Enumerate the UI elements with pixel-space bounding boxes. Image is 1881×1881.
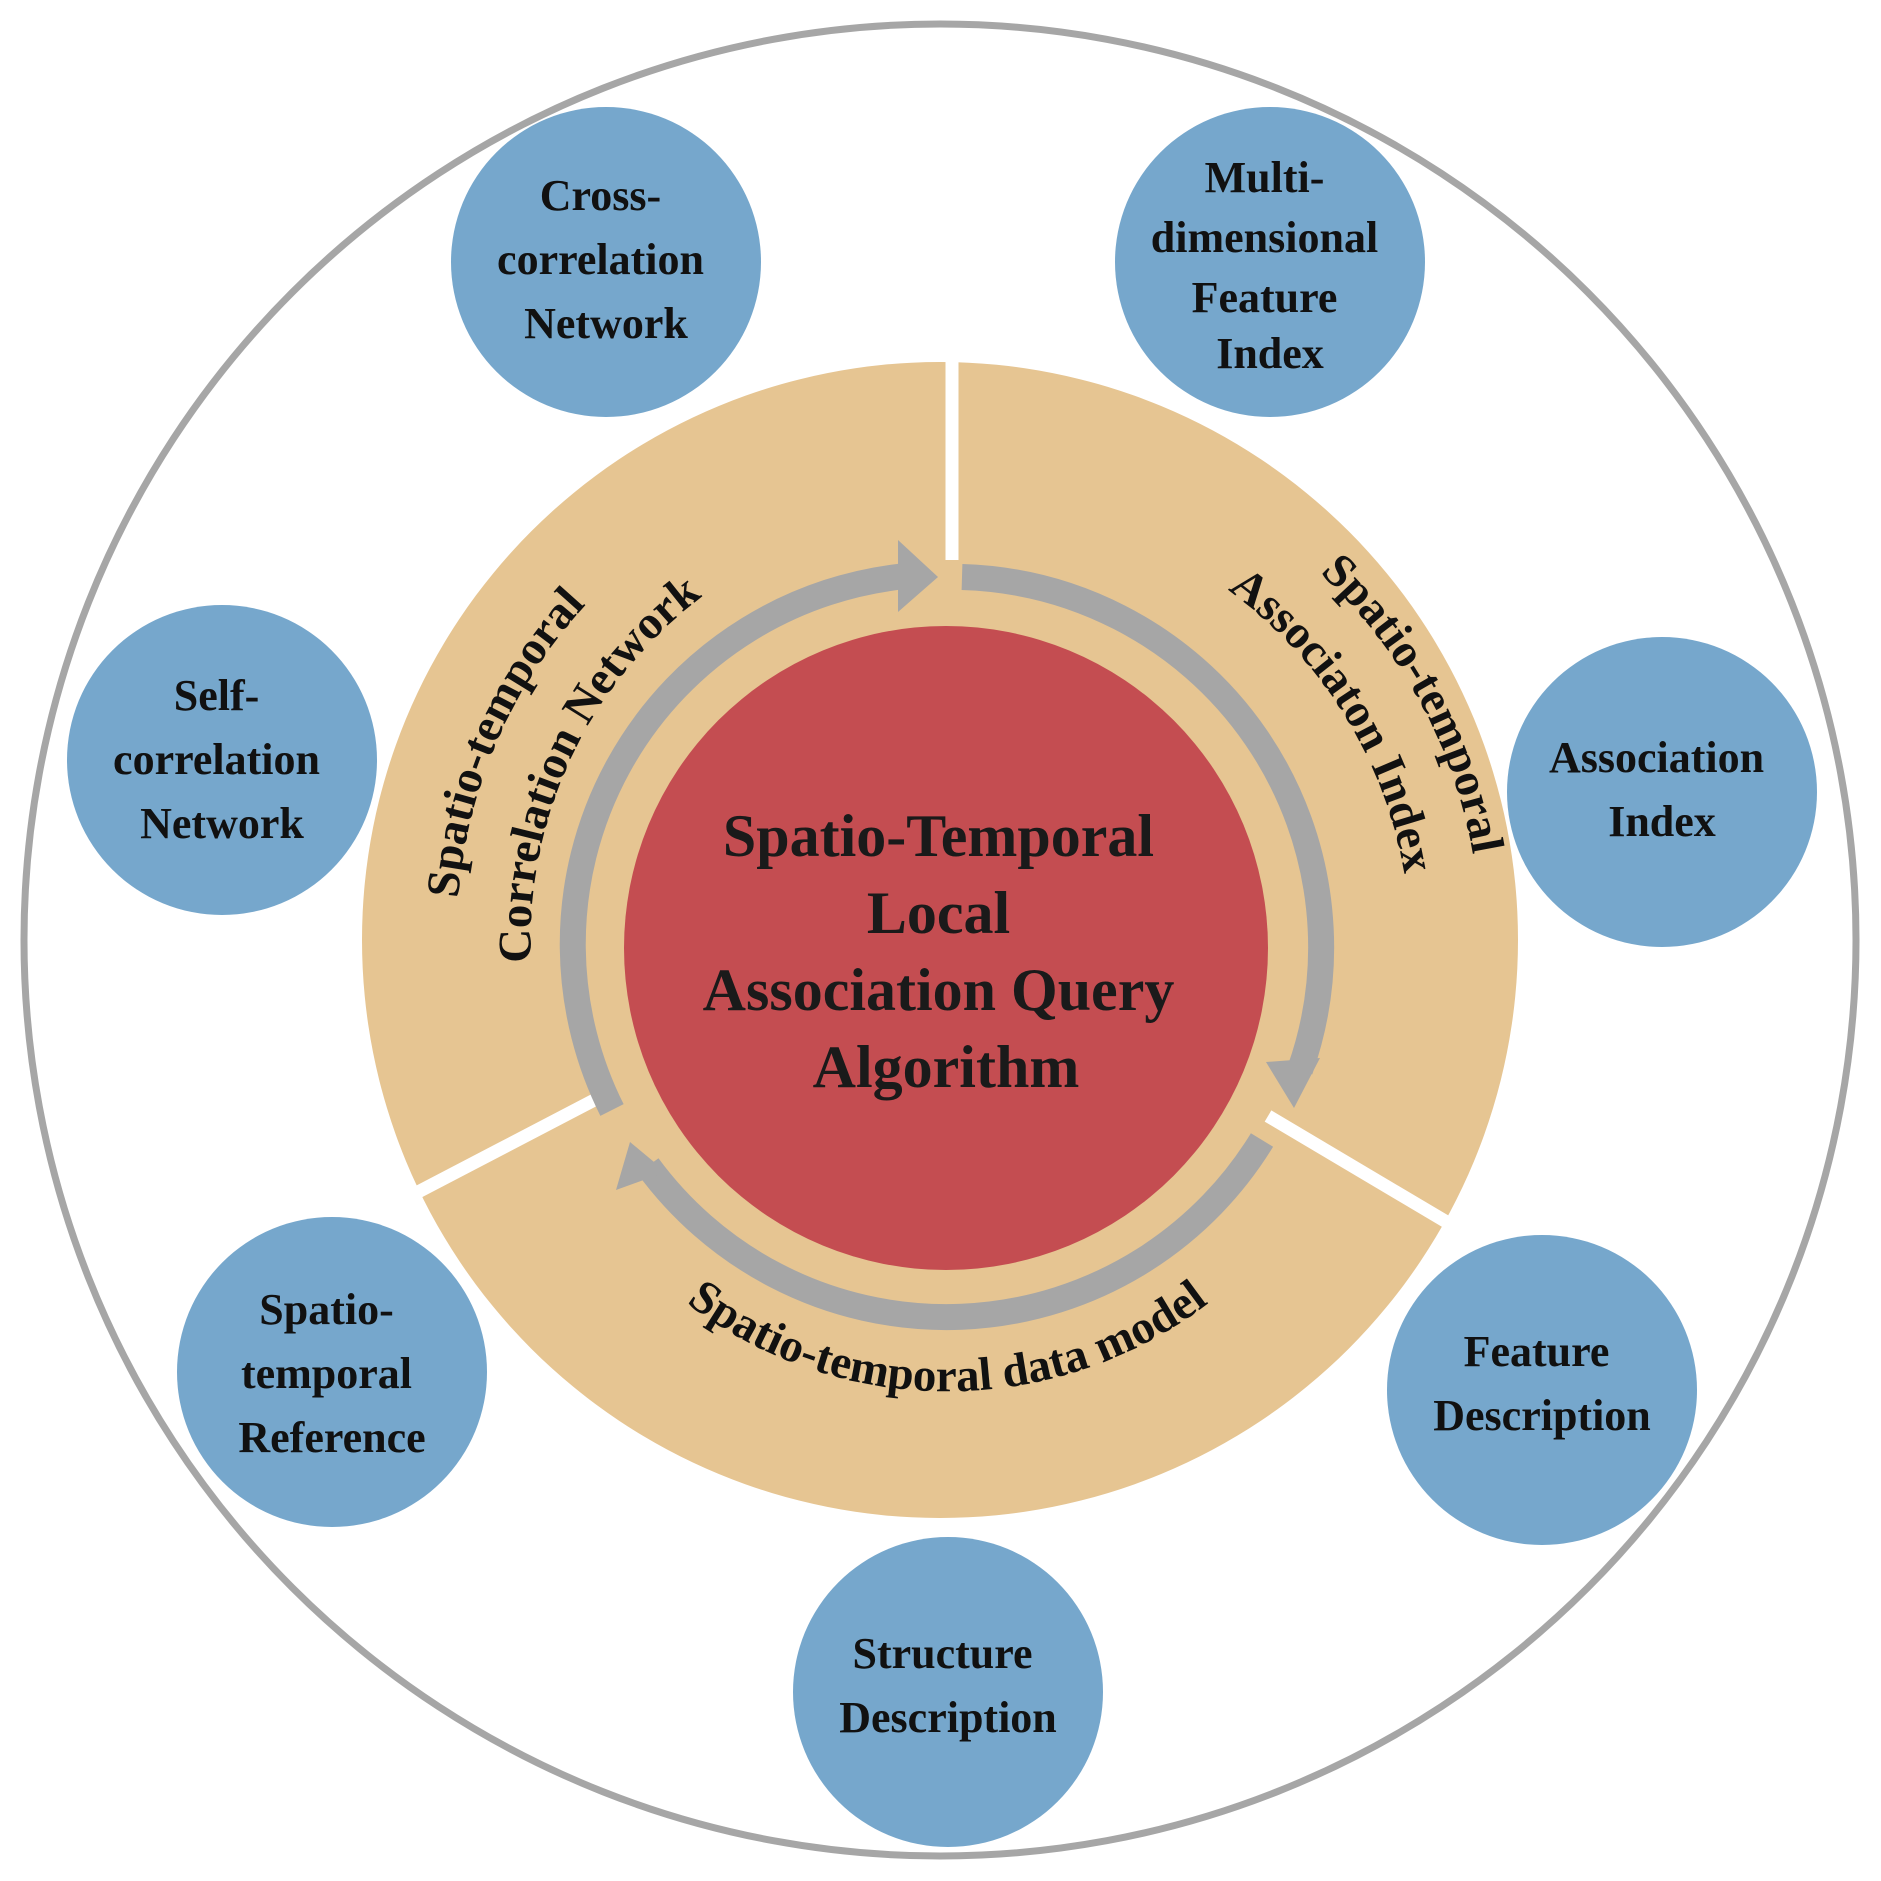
node-structure-description: Structure Description bbox=[793, 1537, 1103, 1847]
node-label-line: Reference bbox=[238, 1413, 425, 1462]
node-circle bbox=[451, 107, 761, 417]
arrow-head-top-icon bbox=[898, 540, 938, 612]
node-cross-correlation-network: Cross- correlation Network bbox=[451, 107, 761, 417]
node-label-line: Description bbox=[839, 1693, 1057, 1742]
arc-arrow-right bbox=[961, 564, 1335, 1075]
node-label-line: temporal bbox=[241, 1349, 412, 1398]
center-title-line: Algorithm bbox=[813, 1034, 1080, 1100]
node-circle bbox=[1115, 107, 1425, 417]
node-label-line: correlation bbox=[497, 235, 704, 284]
node-circle bbox=[67, 605, 377, 915]
node-multi-dimensional-feature-index: Multi- dimensional Feature Index bbox=[1115, 107, 1425, 417]
node-label-line: Structure bbox=[852, 1629, 1032, 1678]
node-label-line: correlation bbox=[113, 735, 320, 784]
node-circle bbox=[793, 1537, 1103, 1847]
band-layer bbox=[362, 362, 1518, 1518]
node-label-line: Index bbox=[1608, 797, 1716, 846]
node-label-line: Cross- bbox=[540, 171, 661, 220]
node-label-line: dimensional bbox=[1151, 213, 1378, 262]
center-title-line: Spatio-Temporal bbox=[723, 803, 1154, 869]
node-circle bbox=[177, 1217, 487, 1527]
node-spatio-temporal-reference: Spatio- temporal Reference bbox=[177, 1217, 487, 1527]
arrow-head-left-icon bbox=[616, 1142, 666, 1190]
band-separator-right bbox=[1264, 1110, 1454, 1230]
node-label: Association Index bbox=[1549, 733, 1775, 846]
band-ring bbox=[362, 362, 1518, 1518]
node-label: Self- correlation Network bbox=[113, 671, 331, 848]
center-title: Spatio-Temporal Local Association Query … bbox=[703, 803, 1190, 1100]
node-label: Feature Description bbox=[1433, 1327, 1651, 1440]
arc-arrow-bottom bbox=[637, 1133, 1274, 1331]
node-label: Cross- correlation Network bbox=[497, 171, 715, 348]
arc-arrow-left bbox=[559, 563, 908, 1116]
node-circle bbox=[1507, 637, 1817, 947]
center-title-line: Association Query bbox=[703, 957, 1175, 1023]
node-label-line: Feature bbox=[1192, 273, 1338, 322]
node-label-line: Multi- bbox=[1205, 153, 1325, 202]
center-title-line: Local bbox=[867, 880, 1010, 946]
node-label-line: Index bbox=[1216, 329, 1324, 378]
arrow-layer bbox=[559, 540, 1335, 1331]
node-label: Multi- dimensional Feature Index bbox=[1151, 153, 1389, 378]
node-self-correlation-network: Self- correlation Network bbox=[67, 605, 377, 915]
node-label-line: Spatio- bbox=[259, 1285, 393, 1334]
node-label: Spatio- temporal Reference bbox=[238, 1285, 425, 1462]
node-label-line: Self- bbox=[174, 671, 260, 720]
arrow-head-right-icon bbox=[1266, 1058, 1320, 1108]
node-circle bbox=[1387, 1235, 1697, 1545]
outer-ring bbox=[20, 20, 1860, 1860]
node-feature-description: Feature Description bbox=[1387, 1235, 1697, 1545]
node-label-line: Association bbox=[1549, 733, 1764, 782]
node-association-index: Association Index bbox=[1507, 637, 1817, 947]
node-label-line: Feature bbox=[1464, 1327, 1610, 1376]
center-circle bbox=[624, 626, 1268, 1270]
node-label: Structure Description bbox=[839, 1629, 1057, 1742]
node-label-line: Network bbox=[140, 799, 304, 848]
node-label-line: Description bbox=[1433, 1391, 1651, 1440]
band-separator-left bbox=[414, 1090, 606, 1198]
node-label-line: Network bbox=[524, 299, 688, 348]
